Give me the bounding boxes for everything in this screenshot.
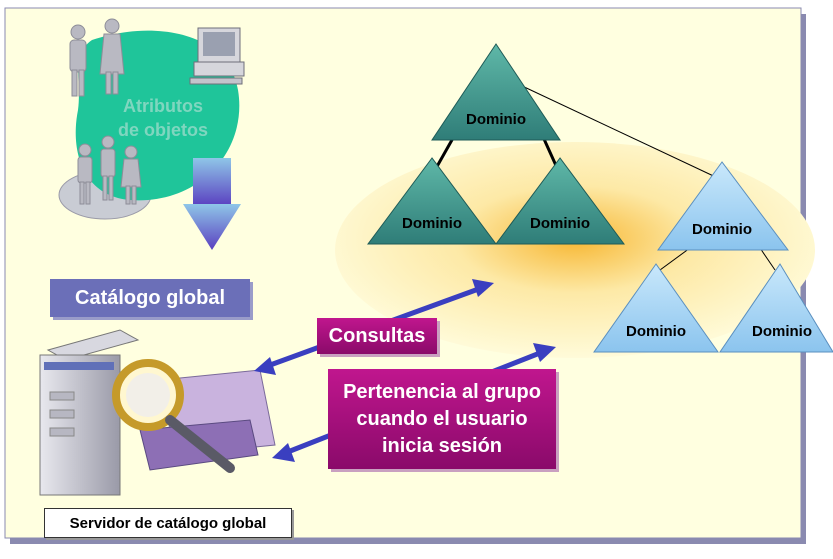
arrow-head — [254, 357, 276, 375]
queries-label: Consultas — [317, 318, 437, 354]
membership-line-3: inicia sesión — [381, 434, 503, 457]
domain-label-right-r: Dominio — [752, 323, 812, 340]
membership-line-1: Pertenencia al grupo — [343, 380, 541, 403]
catalog-book-magnifier-icon — [112, 359, 276, 473]
attributes-label: Atributos de objetos — [98, 94, 228, 142]
domain-triangle-left2[interactable] — [495, 157, 625, 245]
down-arrow-icon — [183, 158, 241, 250]
server-icon — [39, 329, 140, 496]
domain-triangle-right-l[interactable] — [593, 263, 719, 353]
server-label: Servidor de catálogo global — [44, 508, 292, 538]
domain-label-left1: Dominio — [402, 215, 462, 232]
arrow-head — [472, 279, 494, 297]
attributes-line-2: de objetos — [117, 120, 208, 140]
domain-label-left2: Dominio — [530, 215, 590, 232]
catalog-label: Catálogo global — [50, 279, 250, 317]
object-attributes-illustration — [58, 18, 245, 220]
link-line — [659, 247, 691, 271]
domain-label-top: Dominio — [466, 111, 526, 128]
people-icon — [69, 18, 142, 205]
membership-line-2: cuando el usuario — [356, 407, 528, 430]
membership-label: Pertenencia al grupo cuando el usuario i… — [328, 369, 556, 469]
domain-label-right-top: Dominio — [692, 221, 752, 238]
domain-label-right-l: Dominio — [626, 323, 686, 340]
link-line — [759, 247, 776, 271]
domain-triangle-right-top[interactable] — [657, 161, 789, 251]
arrow-head — [272, 443, 295, 462]
domain-triangle-top[interactable] — [431, 43, 561, 141]
computer-icon — [189, 27, 245, 85]
trust-line — [519, 84, 723, 181]
arrow-head — [533, 343, 556, 362]
attributes-line-1: Atributos — [123, 96, 203, 116]
domain-triangle-left1[interactable] — [367, 157, 497, 245]
domain-triangle-right-r[interactable] — [719, 263, 833, 353]
